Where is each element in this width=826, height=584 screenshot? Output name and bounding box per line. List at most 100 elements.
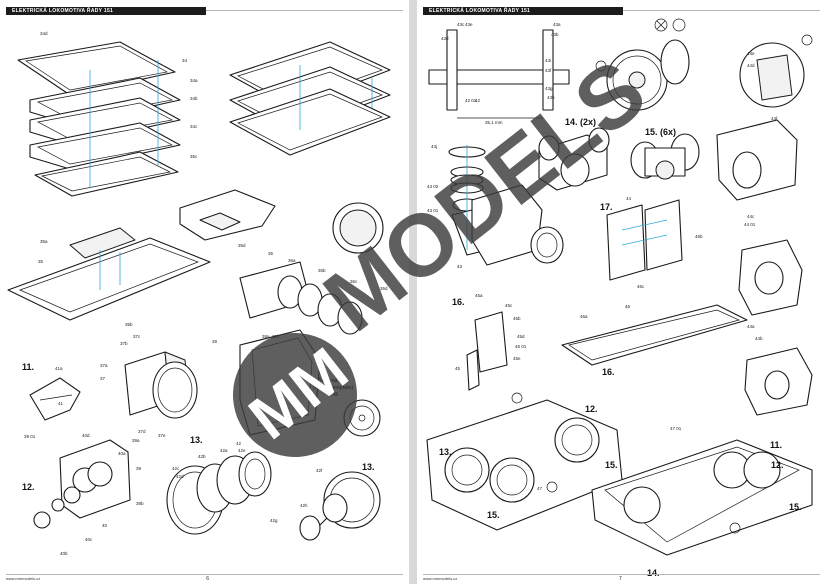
part-label-43e: 43e xyxy=(465,22,473,27)
part-label-43: 43 xyxy=(457,264,463,269)
part-label-39b: 39b xyxy=(136,501,144,506)
part-label-43g: 43g xyxy=(545,86,553,91)
part-label-47: 47 xyxy=(537,486,543,491)
page-header-title: ELEKTRICKÁ LOKOMOTIVA ŘADY 151 xyxy=(423,7,623,15)
part-label-36d: 36d xyxy=(380,286,388,291)
part-41 xyxy=(29,377,81,421)
part-label-44a: 44a xyxy=(747,324,755,329)
part-label-46a: 46a xyxy=(580,314,588,319)
part-label-42: 42 xyxy=(475,98,481,103)
part-label-38: 38 xyxy=(212,339,218,344)
part-label-43d: 43d xyxy=(441,36,449,41)
step-11-right: 11. xyxy=(770,440,782,450)
part-label-43j: 43j xyxy=(431,144,437,149)
footer-rule xyxy=(6,574,403,575)
part-label-46b: 46b xyxy=(695,234,703,239)
part-label-34b: 34b xyxy=(190,96,198,101)
part-label-37: 37 xyxy=(100,376,106,381)
part-label-40: 40 xyxy=(102,523,108,528)
part-label-37e: 37e xyxy=(158,433,166,438)
part-label-35: 35 xyxy=(38,259,44,264)
part-label-35b: 35b xyxy=(125,322,133,327)
bracket-44 xyxy=(716,119,798,201)
step-12: 12. xyxy=(22,482,35,492)
part-label-40b: 40b xyxy=(60,551,68,556)
assembly-44-right xyxy=(738,239,813,416)
wheel-template-subtitle: (Wheel template) xyxy=(313,385,353,391)
part-label-45b: 45b xyxy=(513,316,521,321)
wheelset-14 xyxy=(538,127,610,191)
page-header-title: ELEKTRICKÁ LOKOMOTIVA ŘADY 151 xyxy=(6,7,206,15)
step-13b: 13. xyxy=(362,462,375,472)
part-label-36b: 36b xyxy=(318,268,326,273)
footer-url[interactable]: www.mmmodels.cz xyxy=(6,576,41,581)
axle-dimension: 35,1 mm xyxy=(485,120,503,125)
part-label-34d: 34d xyxy=(40,31,48,36)
part-label-3901: 39 01 xyxy=(24,434,36,439)
step-14: 14. (2x) xyxy=(565,117,596,127)
part-label-46c: 46c xyxy=(637,284,645,289)
part-label-44: 44 xyxy=(626,196,632,201)
part-label-42h: 42h xyxy=(300,503,308,508)
part-label-43h: 43h xyxy=(547,95,555,100)
part-label-44c: 44c xyxy=(747,214,755,219)
part-label-42d: 42d xyxy=(176,474,184,479)
step-12-right: 12. xyxy=(585,404,598,414)
bracket-35c xyxy=(179,189,276,241)
part-label-40d: 40d xyxy=(82,433,90,438)
part-label-35d: 35d xyxy=(238,243,246,248)
part-label-4302: 43 02 xyxy=(427,184,439,189)
footer-url[interactable]: www.mmmodels.cz xyxy=(423,576,458,581)
part-label-34c: 34c xyxy=(190,124,198,129)
page-number-right: 7 xyxy=(619,576,622,582)
spoked-wheel-42f xyxy=(299,471,381,541)
bearing-15 xyxy=(630,133,700,180)
part-label-43f: 43f xyxy=(545,68,552,73)
step-13a: 13. xyxy=(190,435,203,445)
part-label-34a: 34a xyxy=(190,78,198,83)
instruction-page-right: ELEKTRICKÁ LOKOMOTIVA ŘADY 151 35,1 mm xyxy=(417,0,826,584)
plates-46 xyxy=(606,199,683,281)
part-label-37c: 37c xyxy=(133,334,141,339)
frame-stack-34 xyxy=(17,41,181,197)
part-label-41: 41 xyxy=(58,401,64,406)
part-label-38b: 38b xyxy=(272,334,280,339)
part-label-36: 36 xyxy=(268,251,274,256)
step-15-right-c: 15. xyxy=(789,502,802,512)
frame-stack-34d xyxy=(229,41,391,156)
step-11: 11. xyxy=(22,362,34,372)
wheel-assembly-39 xyxy=(33,439,131,529)
step-13-right: 13. xyxy=(439,447,452,457)
part-label-46: 46 xyxy=(625,304,631,309)
part-label-42b: 42b xyxy=(198,454,206,459)
part-label-37a: 37a xyxy=(100,363,108,368)
axle-box-43 xyxy=(471,184,564,266)
part-label-4401: 44 01 xyxy=(744,222,756,227)
detail-magnifier-44 xyxy=(739,34,813,108)
part-label-42a: 42a xyxy=(220,448,228,453)
part-label-43b: 43b xyxy=(551,32,559,37)
step-15-right-a: 15. xyxy=(487,510,500,520)
step-12-right-b: 12. xyxy=(771,460,784,470)
part-label-42: 42 xyxy=(236,441,242,446)
assembly-drawing-right: 35,1 mm xyxy=(426,18,813,578)
box-37 xyxy=(124,351,198,419)
part-label-4201: 42 01 xyxy=(465,98,477,103)
part-label-39a: 39a xyxy=(132,438,140,443)
part-label-45c: 45c xyxy=(505,303,513,308)
instruction-page-left: ELEKTRICKÁ LOKOMOTIVA ŘADY 151 xyxy=(0,0,409,584)
part-label-37d: 37d xyxy=(138,429,146,434)
step-15: 15. (6x) xyxy=(645,127,676,137)
assembly-drawing-left: 34d3434a34b34c3535a35b35c35d3636a36b36c3… xyxy=(7,31,391,556)
part-label-44e: 44e xyxy=(747,51,755,56)
wheel-template-scale: 1:45 xyxy=(328,392,338,398)
driving-wheel-12 xyxy=(595,18,690,111)
part-label-41a: 41a xyxy=(55,366,63,371)
bogie-left xyxy=(426,392,623,531)
part-label-38a: 38a xyxy=(262,334,270,339)
part-label-44d: 44d xyxy=(747,63,755,68)
axle-42: 35,1 mm xyxy=(428,29,570,125)
bogie-right xyxy=(591,439,813,556)
part-label-45: 45 xyxy=(455,366,461,371)
housing-38 xyxy=(239,329,321,436)
